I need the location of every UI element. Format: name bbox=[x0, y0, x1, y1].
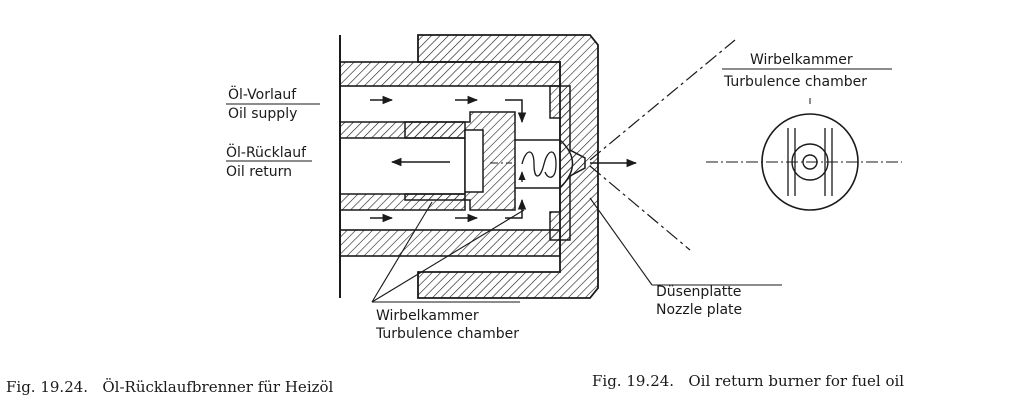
inner-sleeve bbox=[404, 111, 516, 211]
label-oil-supply-en: Oil supply bbox=[228, 106, 297, 122]
leader-lines bbox=[226, 68, 892, 303]
label-oil-supply-de: Öl-Vorlauf bbox=[228, 85, 297, 103]
label-turbulence-chamber-en-right: Turbulence chamber bbox=[723, 74, 867, 90]
label-oil-return-en: Oil return bbox=[226, 164, 292, 180]
label-turbulence-chamber-de-bottom: Wirbelkammer bbox=[376, 308, 479, 324]
swirl-coil bbox=[521, 151, 557, 178]
label-turbulence-chamber-en-bottom: Turbulence chamber bbox=[375, 326, 519, 342]
swirl-dome bbox=[515, 139, 574, 189]
sleeve-plug bbox=[464, 129, 484, 193]
label-nozzle-plate-de: Düsenplatte bbox=[656, 284, 741, 300]
turbulence-chamber-detail bbox=[706, 98, 902, 211]
label-nozzle-plate-en: Nozzle plate bbox=[656, 302, 742, 318]
nozzle-plate bbox=[549, 85, 586, 241]
label-oil-return-de: Öl-Rücklauf bbox=[226, 143, 307, 161]
caption-german: Fig. 19.24. Öl-Rücklaufbrenner für Heizö… bbox=[6, 378, 334, 396]
supply-arrows-top bbox=[370, 95, 527, 124]
label-turbulence-chamber-de-right: Wirbelkammer bbox=[750, 52, 853, 68]
outer-tube-bottom-wall bbox=[339, 229, 561, 257]
spray-cone bbox=[589, 39, 736, 251]
outer-tube-top-wall bbox=[339, 61, 561, 87]
caption-english: Fig. 19.24. Oil return burner for fuel o… bbox=[592, 372, 904, 390]
